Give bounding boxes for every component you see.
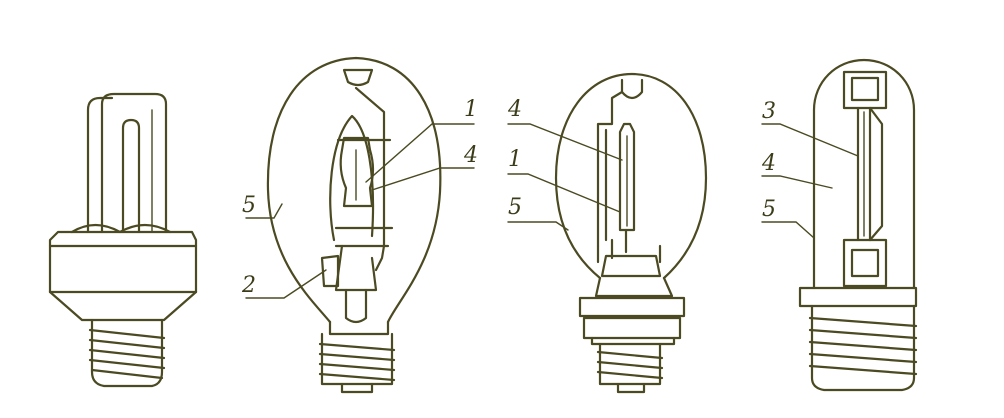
elliptical-ring-1 [578, 296, 686, 318]
tubular-collar [798, 286, 918, 308]
ovoid-starter-2 [320, 254, 340, 288]
label-tubular-3: 3 [762, 99, 776, 124]
ovoid-cross-bars [334, 138, 394, 248]
cfl-tube-inner [121, 118, 141, 234]
leader-ovoid-4 [371, 167, 475, 191]
tubular-top-mount [850, 76, 880, 102]
leader-ovoid-1 [365, 123, 475, 183]
leader-elliptical-1 [507, 173, 621, 213]
elliptical-stem-leads [596, 238, 662, 264]
tubular-return-wire [868, 106, 884, 242]
leader-tubular-4 [761, 175, 833, 189]
elliptical-contact [616, 382, 646, 394]
cfl-front-tube [100, 92, 168, 234]
cfl-housing-taper [48, 290, 198, 322]
label-tubular-5: 5 [762, 197, 776, 222]
elliptical-screw-base [598, 342, 662, 386]
ovoid-bulb [266, 56, 442, 324]
tubular-screw-threads [808, 316, 918, 376]
cfl-ballast-housing [48, 230, 198, 294]
label-tubular-4: 4 [761, 151, 776, 176]
leader-elliptical-4 [507, 123, 623, 161]
metal-halide-ovoid-lamp: 1 4 5 2 [241, 56, 478, 394]
ovoid-top-support [342, 68, 374, 87]
ovoid-screw-threads [318, 342, 396, 382]
ovoid-neck [328, 320, 390, 336]
leader-tubular-3 [761, 123, 859, 157]
elliptical-bulb [554, 72, 708, 280]
leader-ovoid-2 [245, 269, 327, 299]
tubular-bulb [812, 58, 916, 290]
cfl-screw-threads [88, 328, 166, 380]
leader-tubular-5 [761, 221, 815, 239]
elliptical-ring-2 [582, 316, 682, 340]
tubular-top-frame [842, 70, 888, 110]
tubular-bottom-mount [850, 248, 880, 278]
leader-elliptical-5 [507, 221, 569, 231]
tubular-arc-tube [856, 106, 872, 242]
elliptical-getter [620, 78, 644, 100]
ovoid-contact [340, 382, 374, 394]
tubular-screw-base [810, 304, 916, 392]
label-ovoid-5: 5 [242, 193, 256, 218]
label-elliptical-4: 4 [507, 97, 522, 122]
cfl-back-tube [86, 96, 114, 234]
ovoid-arc-tube [339, 136, 375, 208]
elliptical-frame [596, 90, 624, 248]
elliptical-screw-threads [596, 350, 664, 380]
leader-ovoid-5 [245, 203, 283, 219]
label-ovoid-1: 1 [464, 97, 478, 122]
ovoid-shroud [329, 114, 375, 242]
elliptical-collar [594, 276, 674, 298]
label-ovoid-2: 2 [241, 273, 256, 298]
tubular-discharge-lamp: 3 4 5 [761, 58, 918, 392]
label-ovoid-4: 4 [463, 143, 478, 168]
tubular-bottom-frame [842, 238, 888, 288]
elliptical-discharge-lamp: 4 1 5 [507, 72, 708, 394]
ovoid-mount [344, 288, 368, 324]
elliptical-ring-3 [590, 336, 676, 346]
ovoid-stem [334, 244, 378, 292]
compact-fluorescent-lamp [48, 92, 198, 388]
elliptical-arc-tube [618, 122, 636, 232]
label-elliptical-1: 1 [508, 147, 522, 172]
elliptical-stem [600, 254, 662, 278]
label-elliptical-5: 5 [508, 195, 522, 220]
